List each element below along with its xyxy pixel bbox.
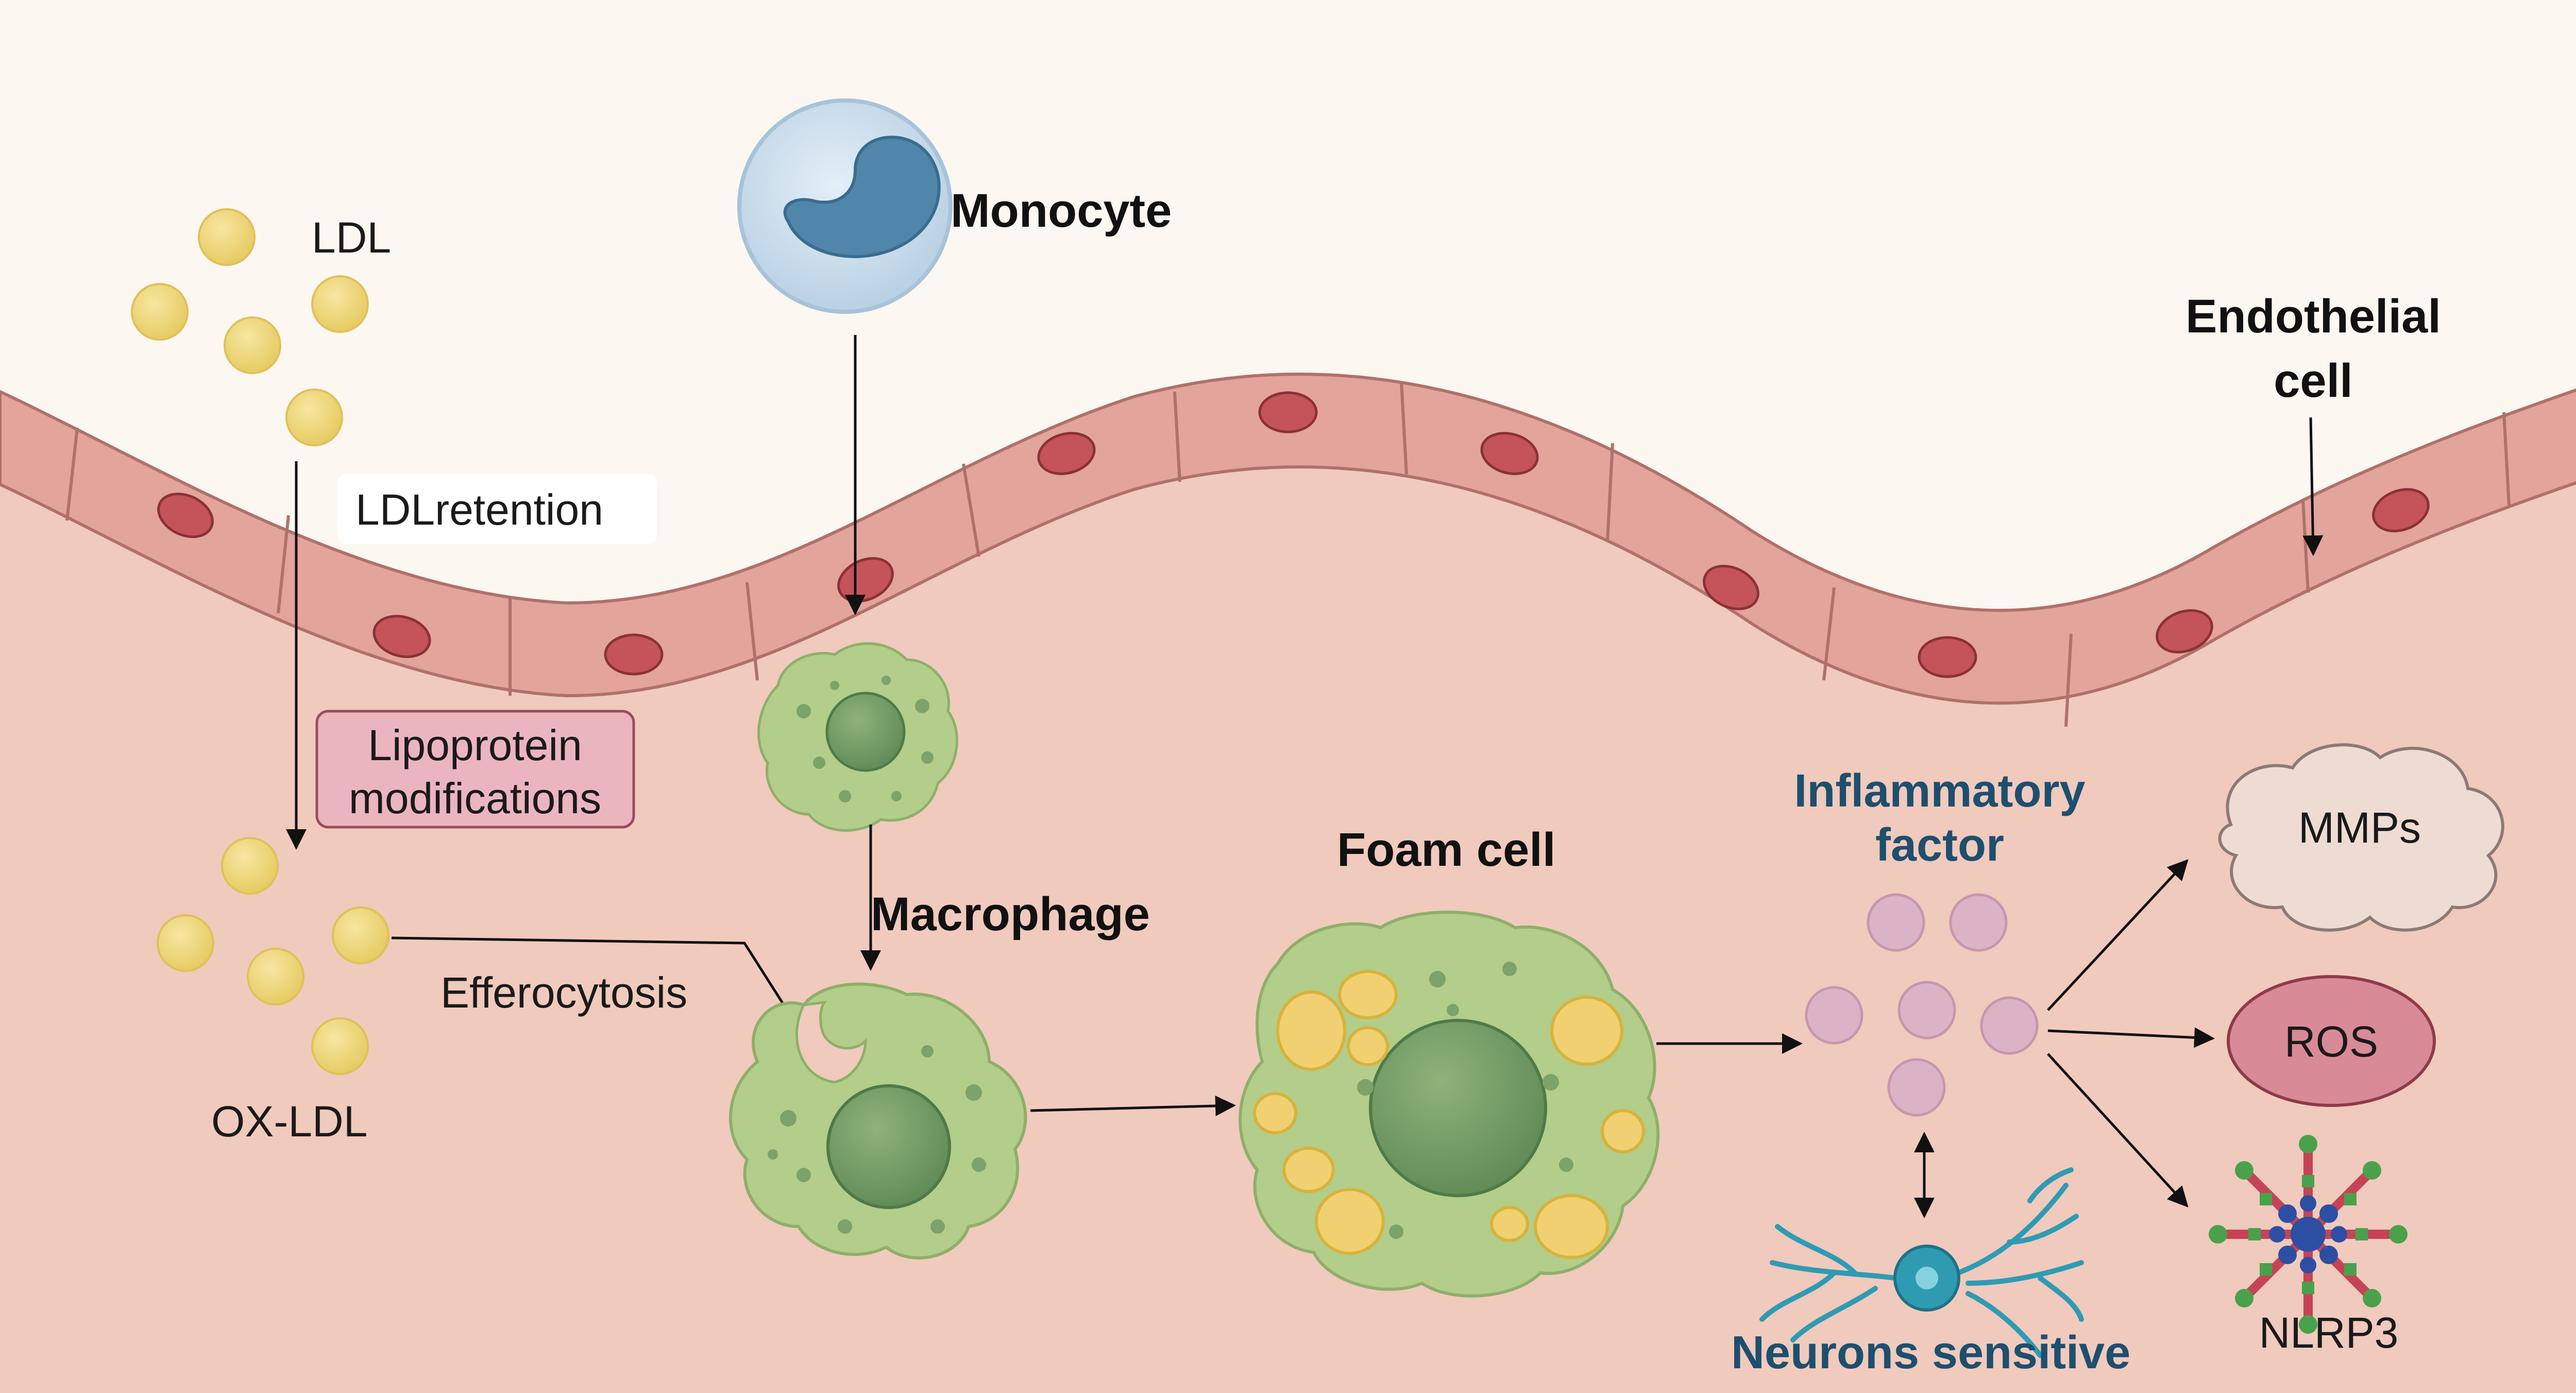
ox-ldl-label: OX-LDL [211,1097,367,1146]
neuron-nucleus [1916,1267,1938,1289]
ldl-retention-box [337,474,657,544]
endothelial-label-line2: cell [2274,355,2352,407]
inflammatory-label-line1: Inflammatory [1794,765,2085,817]
lipoprotein-modifications-box [315,710,635,829]
endothelial-pointer-arrow [2302,417,2324,556]
neuron-icon [1759,1167,2084,1358]
mmps-cloud [2218,743,2504,932]
macrophage-to-foam-arrow [1030,1095,1236,1116]
monocyte-cell [737,98,953,314]
efferocytosis-label: Efferocytosis [440,968,687,1017]
neurons-sensitive-label: Neurons sensitive [1731,1327,2130,1379]
ros-ellipse [2227,975,2436,1107]
lipoprotein-label-line2: modifications [349,774,601,823]
monocyte-label: Monocyte [951,184,1172,237]
inflammatory-label-line2: factor [1875,819,2004,871]
to-mmps-arrow [2047,859,2189,1011]
to-nlrp3-arrow [2047,1053,2189,1207]
to-ros-arrow [2047,1027,2215,1048]
endothelial-label-line1: Endothelial [2185,290,2441,343]
endothelial-nuclei [157,391,2430,678]
lipoprotein-label-line1: Lipoprotein [368,721,582,769]
foam-cell-label: Foam cell [1337,824,1555,876]
ldl-label: LDL [312,213,391,262]
mmps-label: MMPs [2298,803,2421,852]
inflammatory-particles [1805,893,2039,1117]
nlrp3-icon [2209,1135,2408,1334]
ldl-particles [131,208,369,446]
macrophage-cell [728,982,1027,1260]
ros-label: ROS [2284,1017,2378,1066]
small-macrophage-cell [757,642,958,832]
endothelium-band [0,373,2576,705]
nlrp3-label: NLRP3 [2259,1308,2399,1357]
macrophage-label: Macrophage [871,888,1150,941]
ox-ldl-particles [157,837,389,1075]
ldl-retention-label: LDLretention [355,485,603,534]
foam-cell [1239,911,1660,1298]
